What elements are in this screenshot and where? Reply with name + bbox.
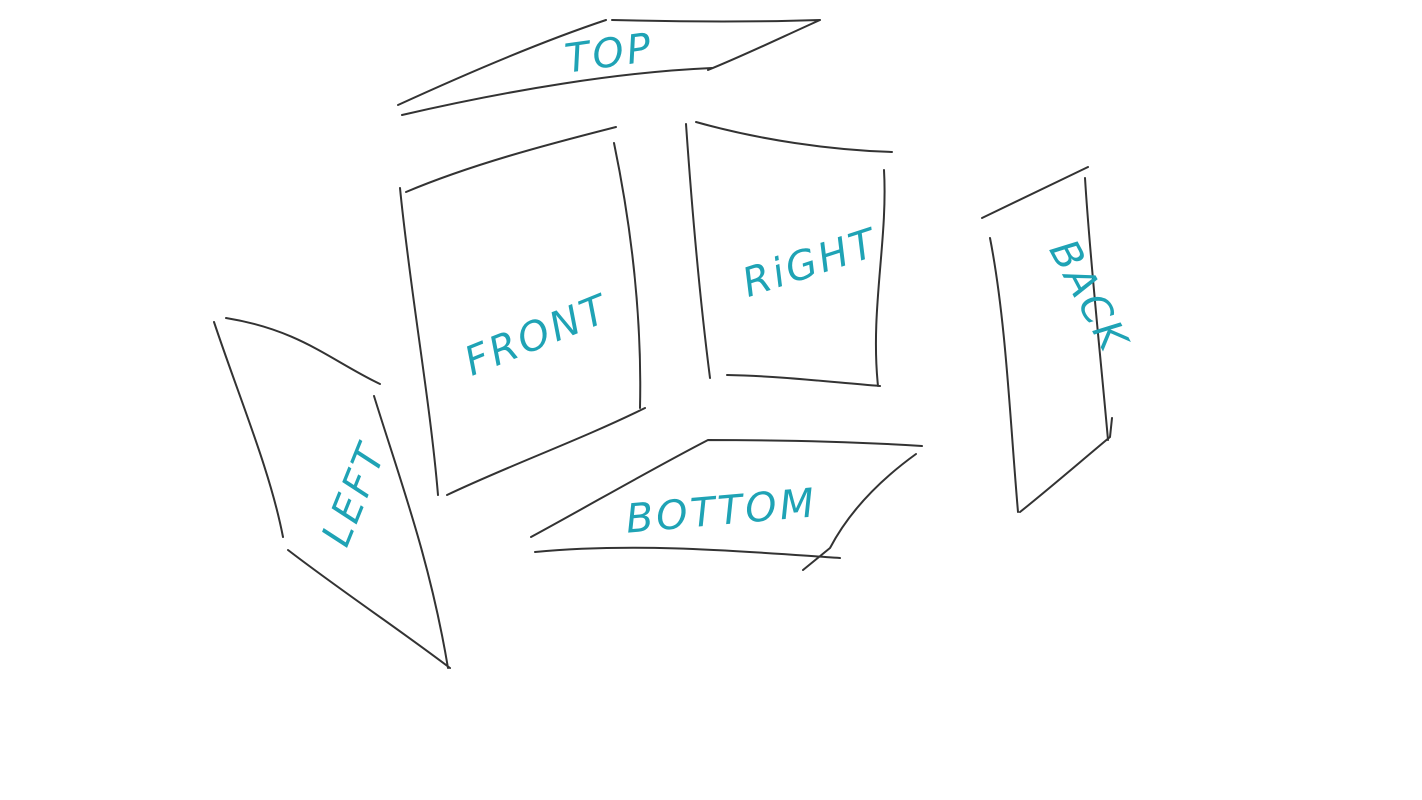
back-face: BACK — [981, 166, 1137, 513]
left-face: LEFT — [213, 317, 451, 669]
front-label: FRONT — [458, 286, 616, 386]
bottom-face-outline — [530, 439, 923, 571]
top-face: TOP — [397, 19, 821, 116]
top-face-outline — [397, 19, 821, 116]
left-label: LEFT — [313, 436, 396, 553]
left-face-outline — [213, 317, 451, 669]
bottom-face: BOTTOM — [530, 439, 923, 571]
right-face-outline — [685, 121, 893, 387]
right-label: RiGHT — [737, 220, 884, 307]
front-face-outline — [399, 126, 646, 496]
back-face-outline — [981, 166, 1113, 513]
back-label: BACK — [1040, 232, 1137, 360]
bottom-label: BOTTOM — [624, 480, 819, 543]
right-face: RiGHT — [685, 121, 893, 387]
front-face: FRONT — [399, 126, 646, 496]
